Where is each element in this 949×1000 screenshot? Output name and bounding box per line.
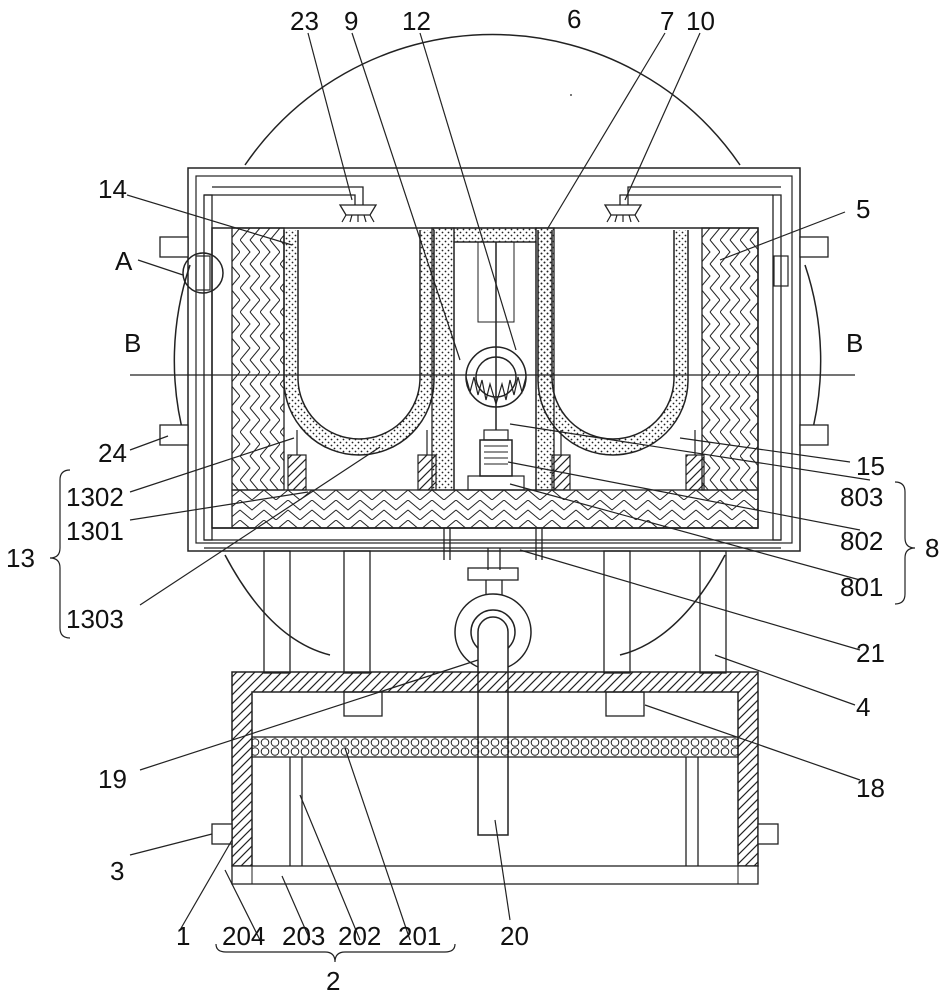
outer-casing [187, 167, 801, 552]
side-lugs [159, 236, 829, 446]
spray-nozzle-right [603, 204, 643, 223]
label-b-right: B [846, 328, 863, 358]
label-1303: 1303 [66, 604, 124, 634]
label-4: 4 [856, 692, 870, 722]
label-201: 201 [398, 921, 441, 951]
label-14: 14 [98, 174, 127, 204]
label-12: 12 [402, 6, 431, 36]
detail-circle-a [182, 252, 224, 294]
label-24: 24 [98, 438, 127, 468]
label-203: 203 [282, 921, 325, 951]
label-801: 801 [840, 572, 883, 602]
drain-outlets [443, 528, 543, 600]
label-7: 7 [660, 6, 674, 36]
label-18: 18 [856, 773, 885, 803]
label-1301: 1301 [66, 516, 124, 546]
label-3: 3 [110, 856, 124, 886]
label-13: 13 [6, 543, 35, 573]
label-1: 1 [176, 921, 190, 951]
label-19: 19 [98, 764, 127, 794]
label-2: 2 [326, 966, 340, 996]
pump [454, 593, 532, 836]
braces [49, 469, 916, 963]
label-b-left: B [124, 328, 141, 358]
springs [287, 430, 705, 491]
label-204: 204 [222, 921, 265, 951]
left-basin [283, 227, 455, 491]
reference-labels: 23 9 12 6 7 10 14 5 A B B 24 15 1302 803… [6, 4, 939, 996]
label-15: 15 [856, 451, 885, 481]
leader-lines [126, 32, 871, 941]
label-5: 5 [856, 194, 870, 224]
spray-nozzle-left [338, 204, 378, 223]
label-6: 6 [567, 4, 581, 34]
label-803: 803 [840, 482, 883, 512]
label-a: A [115, 246, 133, 276]
label-9: 9 [344, 6, 358, 36]
right-basin [535, 227, 689, 491]
filter-box [211, 671, 779, 885]
label-8: 8 [925, 533, 939, 563]
label-1302: 1302 [66, 482, 124, 512]
label-802: 802 [840, 526, 883, 556]
support-legs [263, 550, 727, 674]
label-20: 20 [500, 921, 529, 951]
inner-housing [211, 227, 759, 529]
label-21: 21 [856, 638, 885, 668]
central-column [453, 227, 537, 491]
label-202: 202 [338, 921, 381, 951]
tank-dome [173, 33, 822, 656]
label-10: 10 [686, 6, 715, 36]
spray-pipes [203, 186, 782, 549]
label-23: 23 [290, 6, 319, 36]
